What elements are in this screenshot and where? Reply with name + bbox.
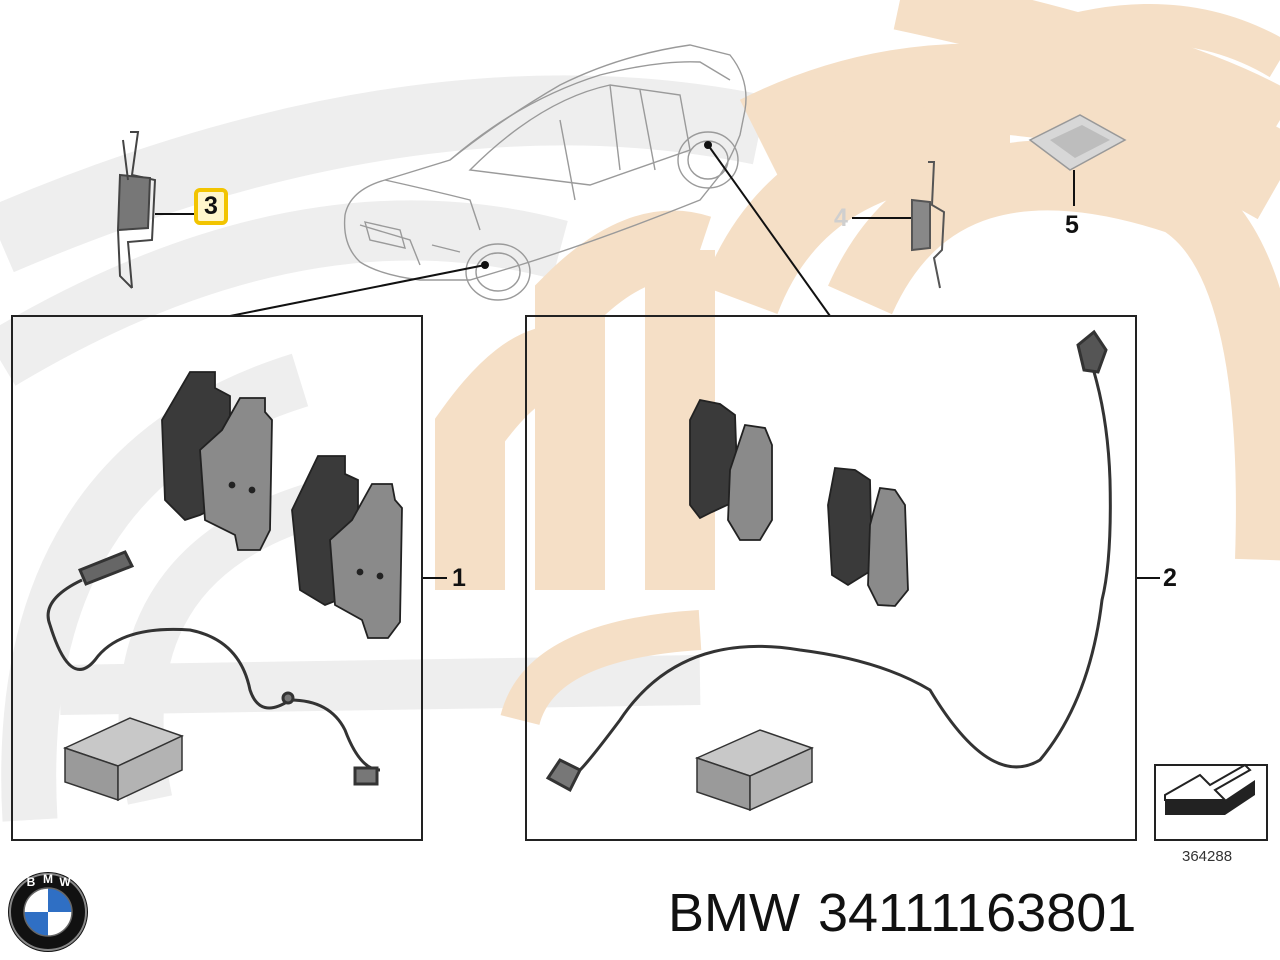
callout-5: 5 — [1065, 211, 1079, 239]
diagram-symbol — [1154, 763, 1268, 841]
diagram-number: 364288 — [1182, 848, 1233, 865]
part-number: 34111163801 — [817, 883, 1137, 943]
logo-letter-w: W — [59, 875, 71, 889]
rear-kit-carton — [694, 729, 815, 812]
callout-4: 4 — [834, 204, 848, 232]
callout-3: 3 — [194, 188, 228, 225]
front-kit-carton — [62, 717, 184, 802]
brand-name: BMW — [668, 883, 800, 943]
anti-rattle-clip-part-4 — [911, 161, 946, 289]
logo-letter-b: B — [27, 875, 36, 889]
leader-lines — [155, 144, 1160, 579]
callout-2: 2 — [1163, 564, 1177, 592]
kit-box-1-frame — [11, 315, 423, 841]
logo-letter-m: M — [43, 872, 53, 886]
front-wear-sensor — [46, 550, 381, 786]
car-outline — [343, 44, 747, 301]
bmw-logo: B M W — [8, 872, 88, 952]
callout-1: 1 — [452, 564, 466, 592]
anti-rattle-clip-part-3 — [116, 131, 157, 289]
rear-brake-pads — [689, 398, 909, 607]
grease-packet-part-5 — [1028, 114, 1127, 171]
rear-wear-sensor — [545, 329, 1112, 793]
front-brake-pads — [161, 371, 403, 639]
watermark-background — [0, 0, 1280, 822]
part-title: BMW 34111163801 — [668, 882, 1154, 944]
kit-box-2-frame — [525, 315, 1137, 841]
